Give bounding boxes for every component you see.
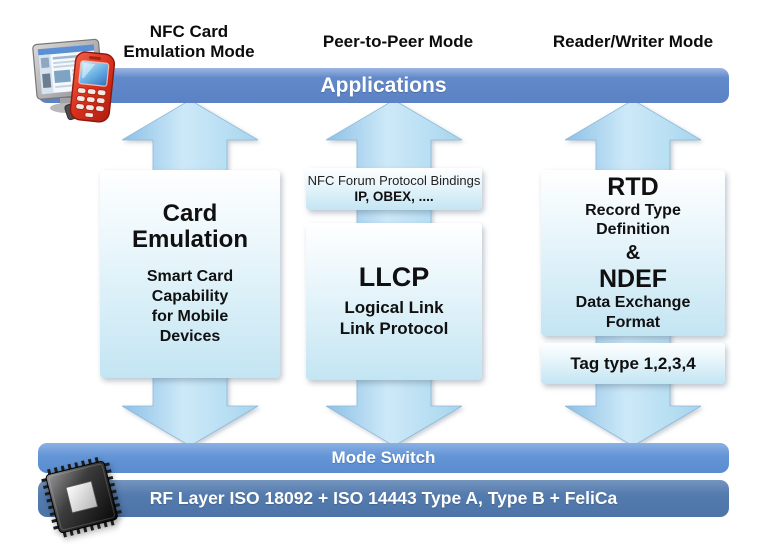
rtd-ndef-box: RTD Record Type Definition & NDEF Data E… [541, 170, 725, 336]
rf-layer-label: RF Layer ISO 18092 + ISO 14443 Type A, T… [149, 488, 618, 508]
mode-switch-label: Mode Switch [331, 448, 436, 467]
rf-layer-bar: RF Layer ISO 18092 + ISO 14443 Type A, T… [38, 480, 729, 517]
header-peer-to-peer-mode: Peer-to-Peer Mode [322, 31, 474, 51]
computer-and-phone-icon [32, 38, 116, 123]
header-nfc-card-emulation-mode: NFC Card Emulation Mode [123, 21, 255, 61]
tag-types-box: Tag type 1,2,3,4 [541, 343, 725, 384]
llcp-box: LLCP Logical Link Link Protocol [306, 223, 482, 380]
protocol-bindings-box: NFC Forum Protocol Bindings IP, OBEX, ..… [306, 168, 482, 210]
mode-switch-bar: Mode Switch [38, 443, 729, 473]
card-emulation-box: Card Emulation Smart Card Capability for… [100, 170, 280, 378]
card-emulation-title: Card Emulation [131, 200, 248, 253]
protocol-bindings-line1: NFC Forum Protocol Bindings [307, 173, 481, 189]
ampersand: & [625, 242, 641, 264]
header-reader-writer-mode: Reader/Writer Mode [552, 31, 714, 51]
llcp-subtitle: Logical Link Link Protocol [339, 297, 449, 339]
protocol-bindings-line2: IP, OBEX, .... [354, 188, 434, 204]
ndef-acronym: NDEF [598, 265, 668, 293]
applications-label: Applications [320, 73, 447, 97]
rtd-name: Record Type Definition [585, 201, 681, 239]
rtd-acronym: RTD [607, 172, 659, 201]
llcp-title: LLCP [358, 261, 430, 292]
nfc-chip-icon [41, 457, 122, 538]
ndef-name: Data Exchange Format [575, 294, 691, 331]
tag-types-label: Tag type 1,2,3,4 [570, 353, 696, 373]
applications-layer-bar: Applications [38, 68, 729, 103]
card-emulation-subtitle: Smart Card Capability for Mobile Devices [146, 267, 234, 345]
